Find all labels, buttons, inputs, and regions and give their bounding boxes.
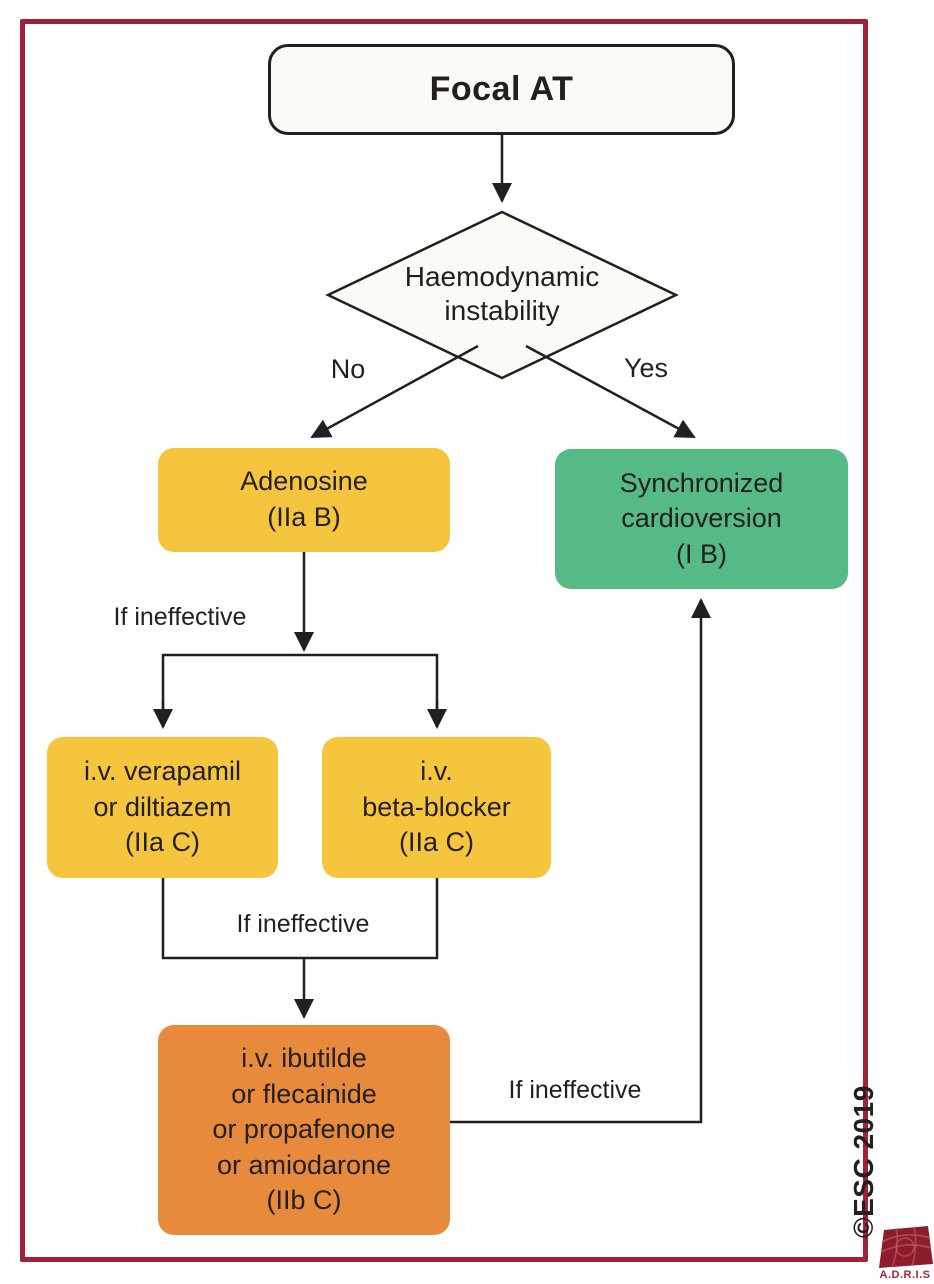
betablocker-line-2: beta-blocker [362,791,511,822]
esc-copyright: ©ESC 2019 [848,1038,880,1238]
ibutilide-line-2: or flecainide [231,1078,377,1109]
cardioversion-line-1: Synchronized [619,467,784,498]
ibutilide-line-3: or propafenone [212,1114,396,1145]
branch-label-no: No [330,354,366,384]
ibutilide-line-4: or amiodarone [216,1149,392,1180]
arrow-ibutilide-to-cardioversion [450,598,711,1124]
ibutilide-line-1: i.v. ibutilde [241,1042,367,1073]
verapamil-line-1: i.v. verapamil [83,756,242,787]
arrow-no-branch [310,344,479,439]
node-adenosine: Adenosine (IIa B) [158,448,450,552]
cardioversion-line-3: (I B) [676,538,727,569]
verapamil-line-3: (IIa C) [124,827,200,858]
decision-line-1: Haemodynamic [404,261,600,292]
betablocker-line-1: i.v. [420,756,453,787]
adris-logo-text: A.D.R.I.S [879,1269,931,1281]
decision-node-label: Haemodynamic instability [377,260,627,328]
start-node-label: Focal AT [429,70,574,109]
betablocker-line-3: (IIa C) [398,827,474,858]
edge-label-after-adenosine: If ineffective [113,603,247,631]
adenosine-line-2: (IIa B) [267,502,341,532]
edge-label-after-ibutilide: If ineffective [508,1076,642,1104]
branch-label-yes: Yes [623,353,669,383]
node-cardioversion: Synchronized cardioversion (I B) [555,449,848,589]
merge-bar-line [161,878,439,960]
esc-copyright-text: ©ESC 2019 [848,1085,879,1238]
page-border [20,19,868,1262]
split-bar-line [161,653,439,727]
verapamil-line-2: or diltiazem [93,791,232,822]
node-verapamil-diltiazem: i.v. verapamil or diltiazem (IIa C) [47,737,278,878]
adris-logo: A.D.R.I.S [876,1224,934,1284]
node-beta-blocker: i.v. beta-blocker (IIa C) [322,737,551,878]
adenosine-line-1: Adenosine [240,466,368,497]
node-ibutilide-flecainide: i.v. ibutilde or flecainide or propafeno… [158,1025,450,1235]
edge-label-after-ccb-bb: If ineffective [236,910,370,938]
decision-line-2: instability [444,295,560,327]
start-node-focal-at: Focal AT [268,44,735,135]
decision-diamond-shape [325,210,679,380]
cardioversion-line-2: cardioversion [621,503,782,534]
ibutilide-line-5: (IIb C) [266,1185,342,1216]
arrow-yes-branch [525,344,696,439]
adris-logo-icon [879,1226,933,1268]
